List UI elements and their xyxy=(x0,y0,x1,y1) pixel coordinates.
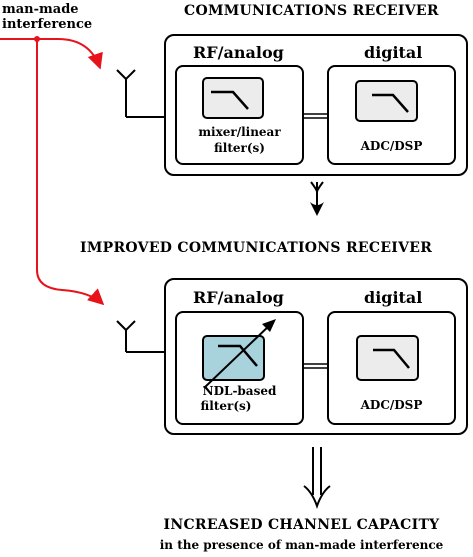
interference-arrow-bottom xyxy=(36,39,105,306)
receiver1-digital-label: digital xyxy=(364,43,423,62)
lowpass-filter-icon xyxy=(355,80,418,122)
receiver2-rf-label: RF/analog xyxy=(193,288,284,307)
receiver2 xyxy=(116,278,468,435)
lowpass-filter-icon xyxy=(202,335,265,381)
receiver1-frame xyxy=(164,34,468,176)
receiver1-filter-label-line2: filter(s) xyxy=(214,141,265,155)
interference-arrow-top xyxy=(0,38,103,70)
lowpass-filter-icon xyxy=(202,77,264,119)
antenna-icon xyxy=(116,69,166,118)
down-arrow-icon xyxy=(310,181,324,216)
receiver2-frame xyxy=(164,278,468,435)
result-title: INCREASED CHANNEL CAPACITY xyxy=(163,517,440,533)
receiver1-link xyxy=(303,113,328,119)
receiver1-title: COMMUNICATIONS RECEIVER xyxy=(184,3,439,19)
receiver2-digital-label: digital xyxy=(364,288,423,307)
receiver1-digital-box xyxy=(327,65,456,165)
receiver1-dsp-label: ADC/DSP xyxy=(360,139,423,153)
interference-label-line1: man-made xyxy=(2,2,79,17)
interference-junction xyxy=(34,36,40,42)
receiver2-dsp-label: ADC/DSP xyxy=(360,398,423,412)
receiver2-title: IMPROVED COMMUNICATIONS RECEIVER xyxy=(80,240,433,256)
double-down-arrow-icon xyxy=(303,447,331,509)
receiver1-rf-label: RF/analog xyxy=(193,43,284,62)
receiver2-filter-label-line1: NDL-based xyxy=(202,384,277,398)
interference-label-line2: interference xyxy=(2,17,93,32)
receiver1 xyxy=(116,34,468,176)
receiver1-rf-box xyxy=(175,65,304,165)
receiver1-filter-label-line1: mixer/linear xyxy=(198,125,281,139)
lowpass-filter-icon xyxy=(356,335,419,381)
antenna-icon xyxy=(116,320,166,353)
tunable-arrow-icon xyxy=(203,319,276,389)
receiver2-link xyxy=(303,363,328,369)
result-subtitle: in the presence of man-made interference xyxy=(159,538,444,552)
receiver2-filter-label-line2: filter(s) xyxy=(200,399,252,413)
interference-lines xyxy=(0,38,105,306)
